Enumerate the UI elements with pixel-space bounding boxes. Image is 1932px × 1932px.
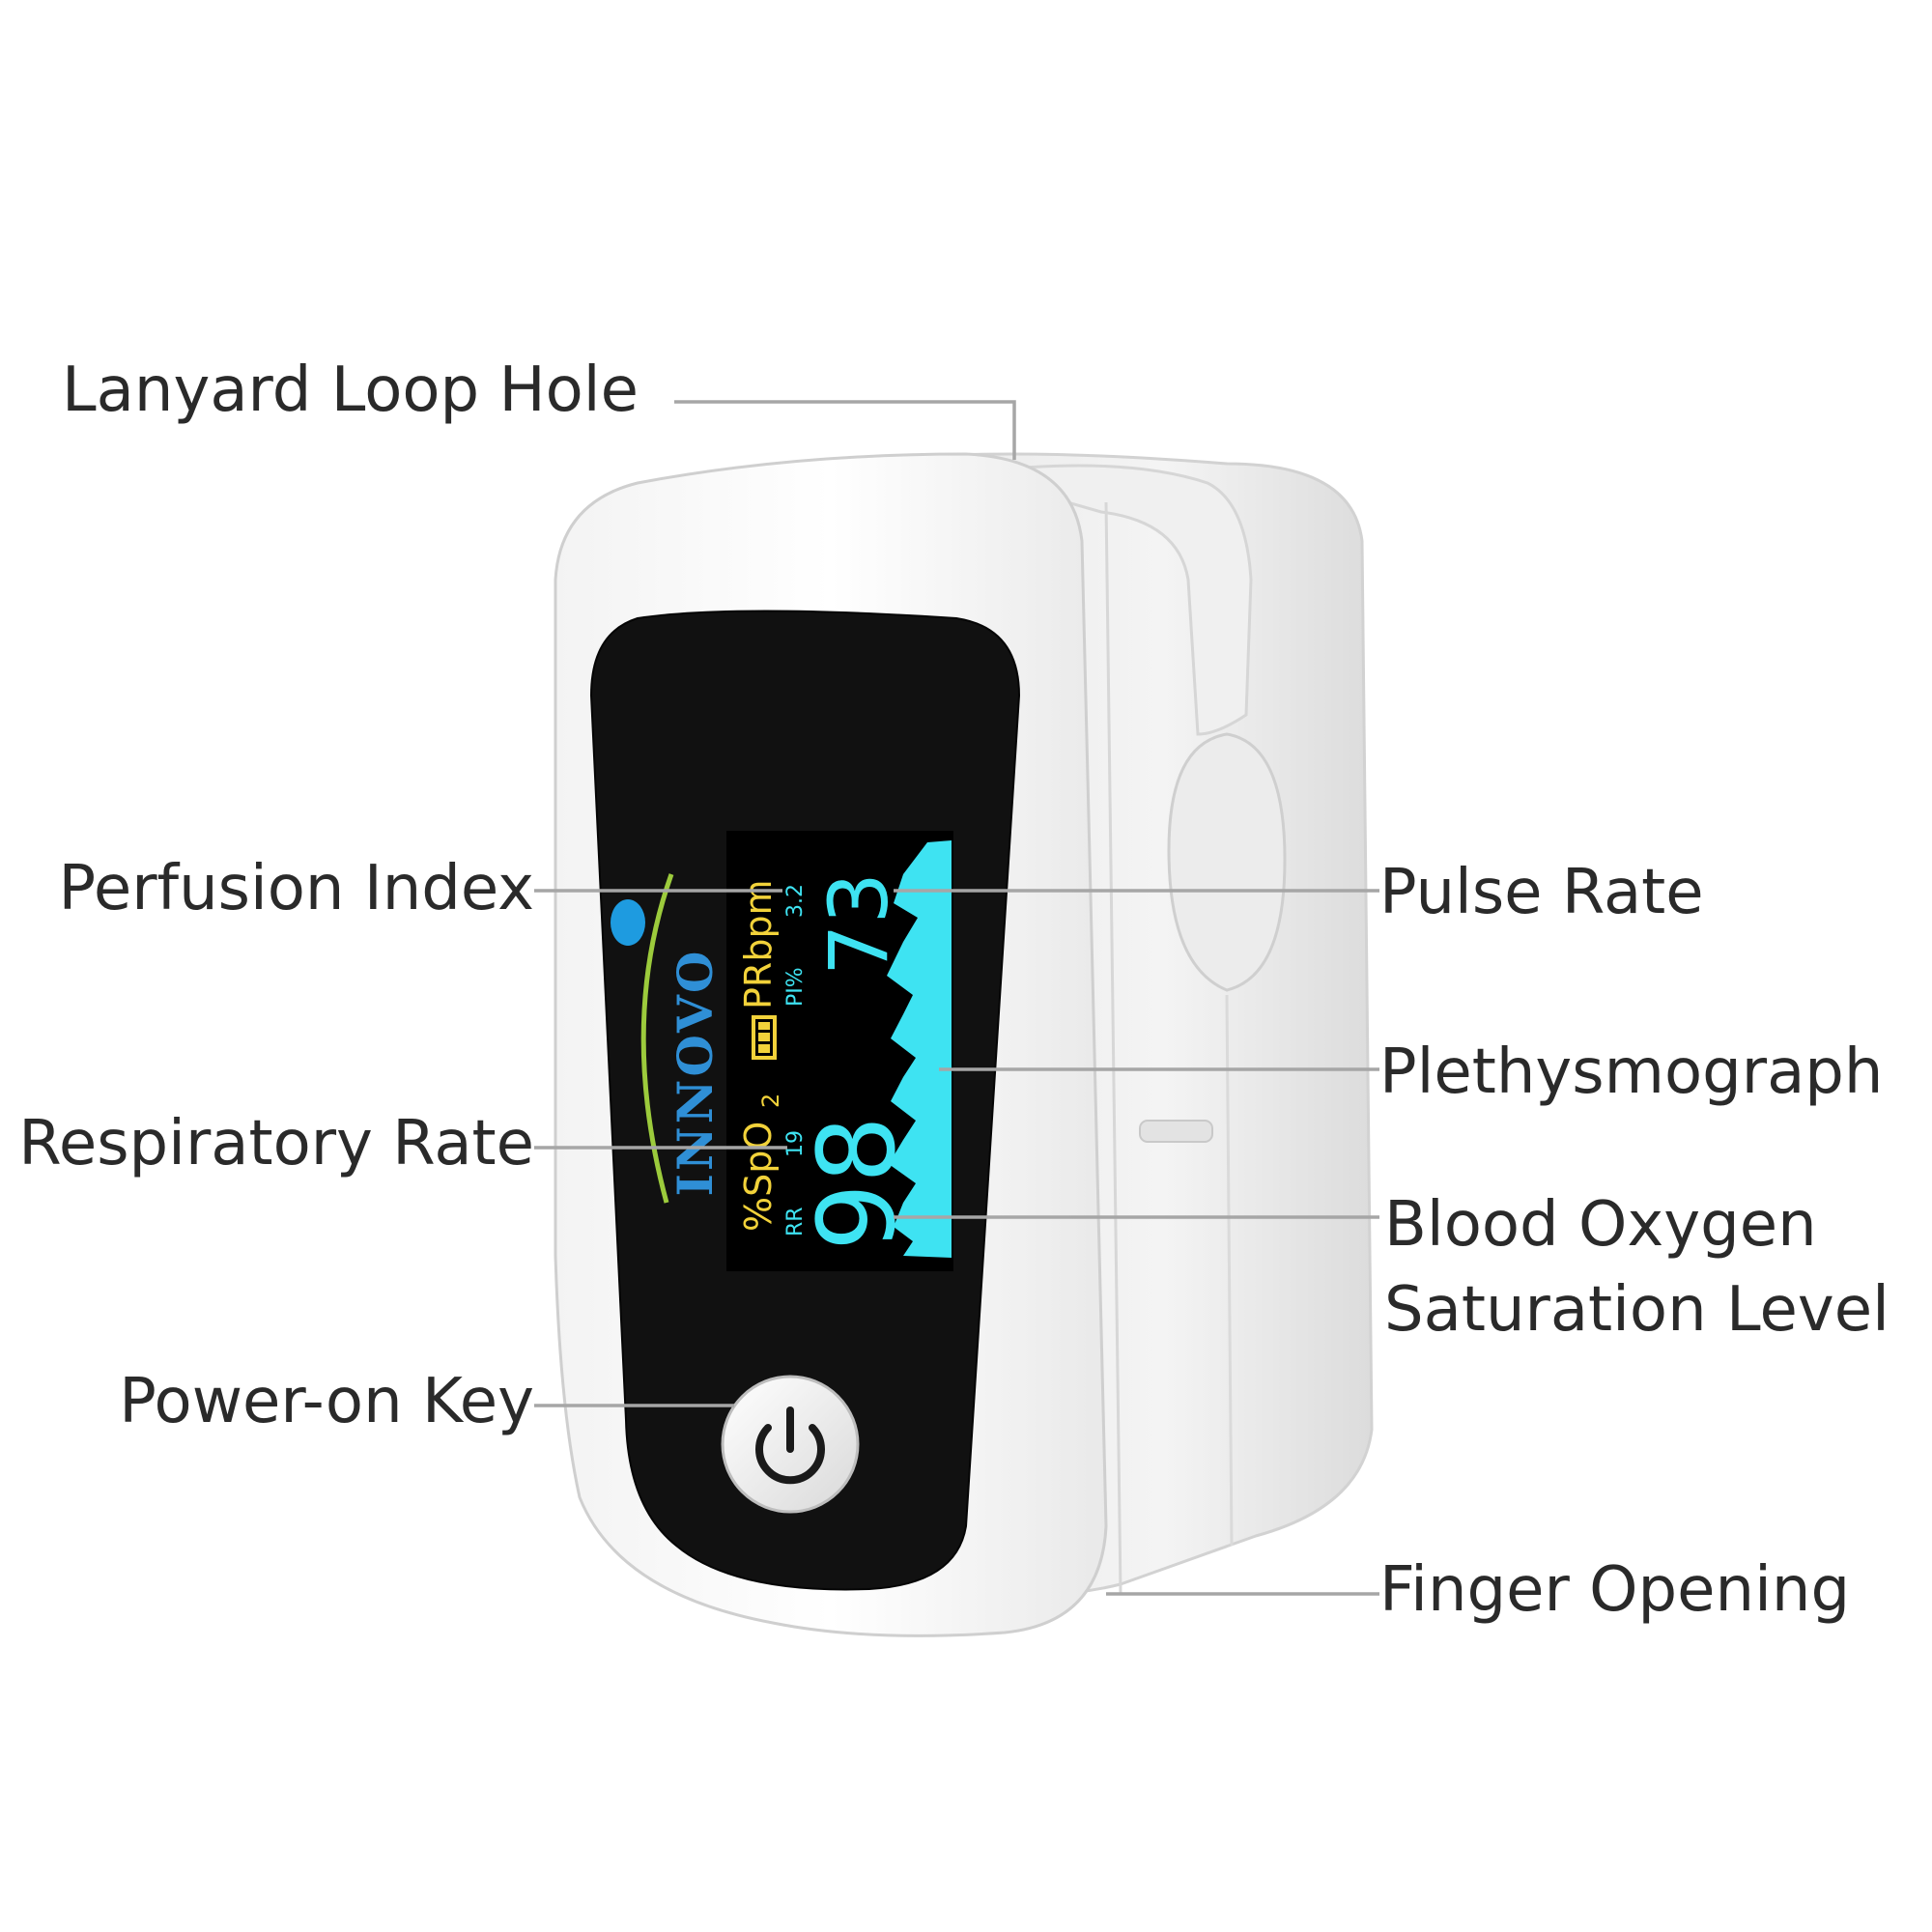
spo2-label-group: %SpO 2: [737, 1094, 784, 1232]
seam-line: [1104, 501, 1122, 1595]
label-power-on-key: Power-on Key: [119, 1366, 534, 1437]
pr-value-group: 73: [811, 872, 906, 976]
label-pulse-rate: Pulse Rate: [1379, 857, 1704, 928]
pi-label: PI%: [783, 967, 808, 1007]
brand-dot: [611, 899, 645, 946]
label-plethysmograph: Plethysmograph: [1379, 1037, 1884, 1108]
housing-top-clip: [965, 464, 1253, 736]
brand-logo: INNOVO: [667, 949, 724, 1197]
rr-label: RR: [783, 1207, 808, 1236]
label-lanyard-loop-hole: Lanyard Loop Hole: [62, 355, 639, 426]
pr-label: PRbpm: [737, 879, 780, 1009]
rr-value: 19: [783, 1130, 808, 1157]
label-blood-oxygen-line2: Saturation Level: [1384, 1273, 1889, 1346]
label-finger-opening: Finger Opening: [1379, 1554, 1851, 1626]
leader-lines: [534, 400, 1379, 1596]
brand-arc: [640, 873, 674, 1204]
power-icon: [755, 1406, 825, 1485]
side-slot: [1139, 1120, 1213, 1143]
label-blood-oxygen-line1: Blood Oxygen: [1384, 1189, 1817, 1261]
plethysmograph-waveform: [887, 840, 952, 1258]
pi-value: 3.2: [783, 884, 808, 918]
label-perfusion-index: Perfusion Index: [58, 853, 534, 924]
seam-line: [1225, 994, 1234, 1547]
spo2-label: %SpO: [737, 1122, 780, 1232]
spo2-subscript: 2: [757, 1094, 784, 1108]
leader-lanyard: [674, 400, 1016, 460]
battery-icon: [752, 1015, 777, 1060]
pr-value: 73: [811, 872, 906, 976]
pi-label-group: PI%: [783, 967, 808, 1007]
pr-label-group: PRbpm: [737, 879, 780, 1009]
rr-value-group: 19: [783, 1130, 808, 1157]
label-respiratory-rate: Respiratory Rate: [18, 1108, 534, 1179]
side-round-button: [1167, 732, 1287, 992]
pi-value-group: 3.2: [783, 884, 808, 918]
brand-text: INNOVO: [667, 949, 724, 1197]
label-blood-oxygen: Blood Oxygen Saturation Level: [1384, 1183, 1889, 1352]
rr-label-group: RR: [783, 1207, 808, 1236]
